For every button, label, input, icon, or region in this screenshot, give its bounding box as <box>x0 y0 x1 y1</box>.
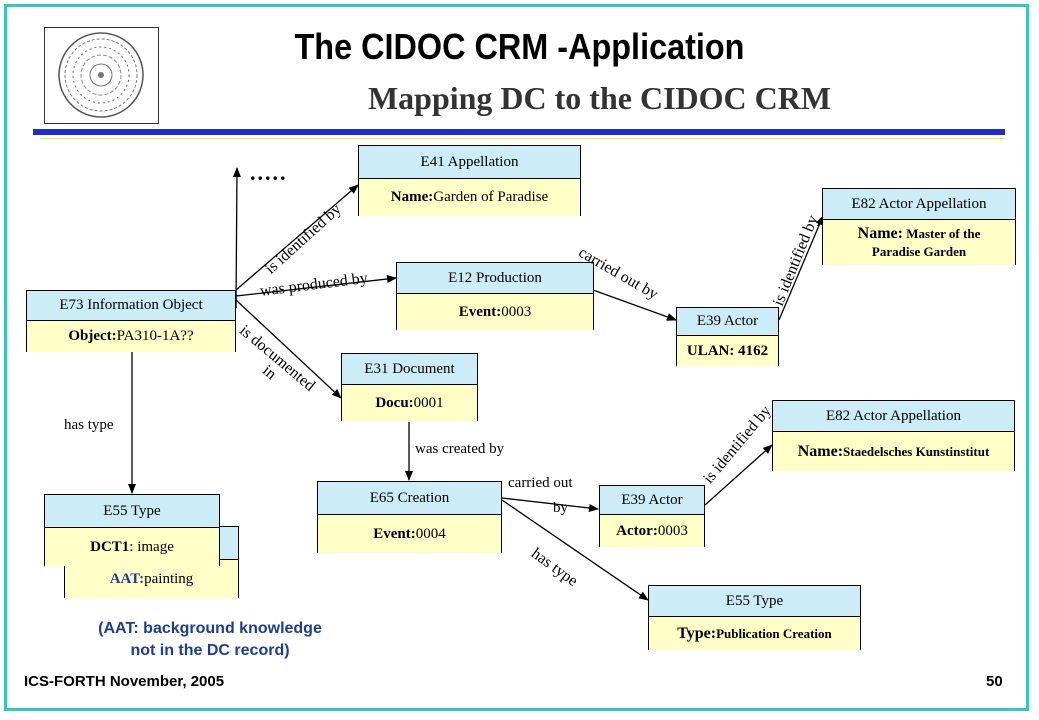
node-e41-value: Garden of Paradise <box>433 189 549 205</box>
node-e31-key: Docu: <box>375 394 414 411</box>
node-e65-class: E65 Creation <box>318 482 501 515</box>
aat-note-line1: (AAT: background knowledge <box>98 620 322 637</box>
node-e73-key: Object: <box>68 328 117 344</box>
aat-note: (AAT: background knowledge not in the DC… <box>60 618 360 662</box>
node-e65-value: 0004 <box>415 525 446 542</box>
node-e73-value: PA310-1A?? <box>116 328 194 344</box>
node-e82-actor-appellation-2: E82 Actor Appellation Name: Staedelsches… <box>772 400 1015 471</box>
node-e55c-class: E55 Type <box>649 586 860 617</box>
node-e82b-class: E82 Actor Appellation <box>773 401 1014 432</box>
slide-frame <box>4 4 1029 711</box>
phaistos-disc-logo <box>44 27 159 124</box>
edge-to-ellipsis <box>232 167 241 309</box>
node-e55a-class: E55 Type <box>45 495 219 528</box>
node-e55-type-publication: E55 Type Type: Publication Creation <box>648 585 861 650</box>
node-e12-value: 0003 <box>501 303 532 320</box>
node-e82-actor-appellation-1: E82 Actor Appellation Name: Master of th… <box>822 188 1016 265</box>
aat-note-line2: not in the DC record) <box>130 642 290 659</box>
edge-was-produced-by <box>235 275 397 297</box>
node-e39b-key: Actor: <box>616 522 658 539</box>
node-e65-creation: E65 Creation Event: 0004 <box>317 481 502 553</box>
edge-has-type-2 <box>501 499 649 601</box>
slide-subtitle: Mapping DC to the CIDOC CRM <box>367 80 832 116</box>
node-e41-key: Name: <box>390 189 434 205</box>
node-e82a-key: Name: <box>857 224 903 242</box>
edge-label-was-created-by: was created by <box>415 441 505 457</box>
node-e41-class: E41 Appellation <box>359 146 580 179</box>
edge-carried-out-by-2 <box>501 497 599 512</box>
page-number: 50 <box>986 673 1003 690</box>
node-e55c-key: Type: <box>677 624 717 642</box>
edge-label-has-type-1: has type <box>64 417 114 433</box>
node-e31-value: 0001 <box>413 394 444 411</box>
title-divider-accent <box>40 138 1005 139</box>
node-e12-key: Event: <box>458 303 502 320</box>
node-e82b-key: Name: <box>797 442 844 460</box>
node-e55a-value: : image <box>129 538 174 555</box>
node-e12-class: E12 Production <box>397 263 593 294</box>
node-e82a-value2: Paradise Garden <box>871 243 967 259</box>
node-e55aat-value: painting <box>144 570 194 587</box>
edge-is-documented-in <box>235 299 342 399</box>
node-e65-key: Event: <box>373 525 416 542</box>
footer-text: ICS-FORTH November, 2005 <box>24 673 225 690</box>
edge-carried-out-by-1 <box>592 289 677 321</box>
node-e41-appellation: E41 Appellation Name: Garden of Paradise <box>358 145 581 216</box>
node-e39-actor-1: E39 Actor ULAN: 4162 <box>676 307 779 366</box>
node-e39-actor-2: E39 Actor Actor: 0003 <box>599 485 705 547</box>
node-e39a-class: E39 Actor <box>677 308 778 336</box>
node-e55c-value: Publication Creation <box>716 625 832 641</box>
node-e82a-class: E82 Actor Appellation <box>823 189 1015 220</box>
node-e31-class: E31 Document <box>342 354 477 385</box>
node-e12-production: E12 Production Event: 0003 <box>396 262 594 330</box>
edge-label-carried-out: carried out <box>508 475 573 491</box>
node-e31-document: E31 Document Docu: 0001 <box>341 353 478 421</box>
edge-is-identified-by-1 <box>235 184 359 291</box>
slide-title: The CIDOC CRM -Application <box>294 26 745 67</box>
node-e82b-value: Staedelsches Kunstinstitut <box>843 443 990 459</box>
node-e55aat-key: AAT: <box>109 570 145 587</box>
node-e39b-value: 0003 <box>657 522 688 539</box>
node-e55-type-dc: E55 Type DCT1: image <box>44 494 220 566</box>
node-e82a-value: Master of the <box>902 225 981 241</box>
edge-is-identified-by-3 <box>704 444 773 506</box>
node-e73-class: E73 Information Object <box>27 291 235 321</box>
node-e73-information-object: E73 Information Object Object: PA310-1A?… <box>26 290 236 352</box>
edge-label-by: by <box>553 500 568 516</box>
node-e39b-class: E39 Actor <box>600 486 704 515</box>
ellipsis-label: ..... <box>250 160 288 185</box>
edge-is-identified-by-2 <box>778 215 824 321</box>
node-e55a-key: DCT1 <box>90 538 130 555</box>
title-divider <box>33 129 1005 135</box>
node-e39a-key: ULAN: 4162 <box>686 342 769 359</box>
